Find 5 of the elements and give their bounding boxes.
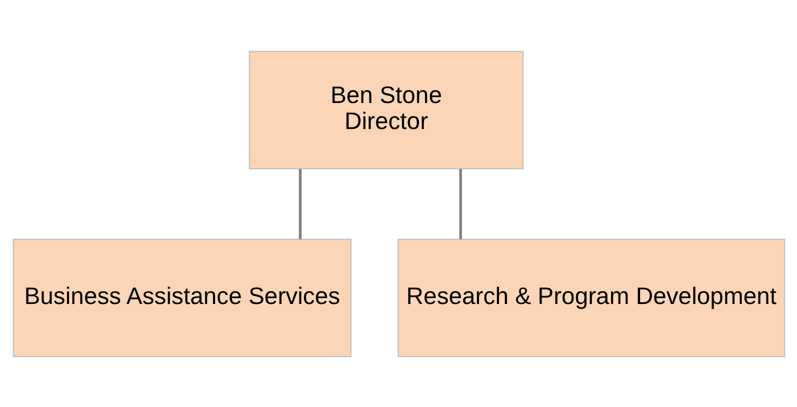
connector [458,168,462,239]
node-box: Research & Program Development [397,238,785,357]
connector [298,168,302,239]
node-box: Business Assistance Services [12,238,351,357]
node-box: Ben Stone Director [248,50,524,169]
